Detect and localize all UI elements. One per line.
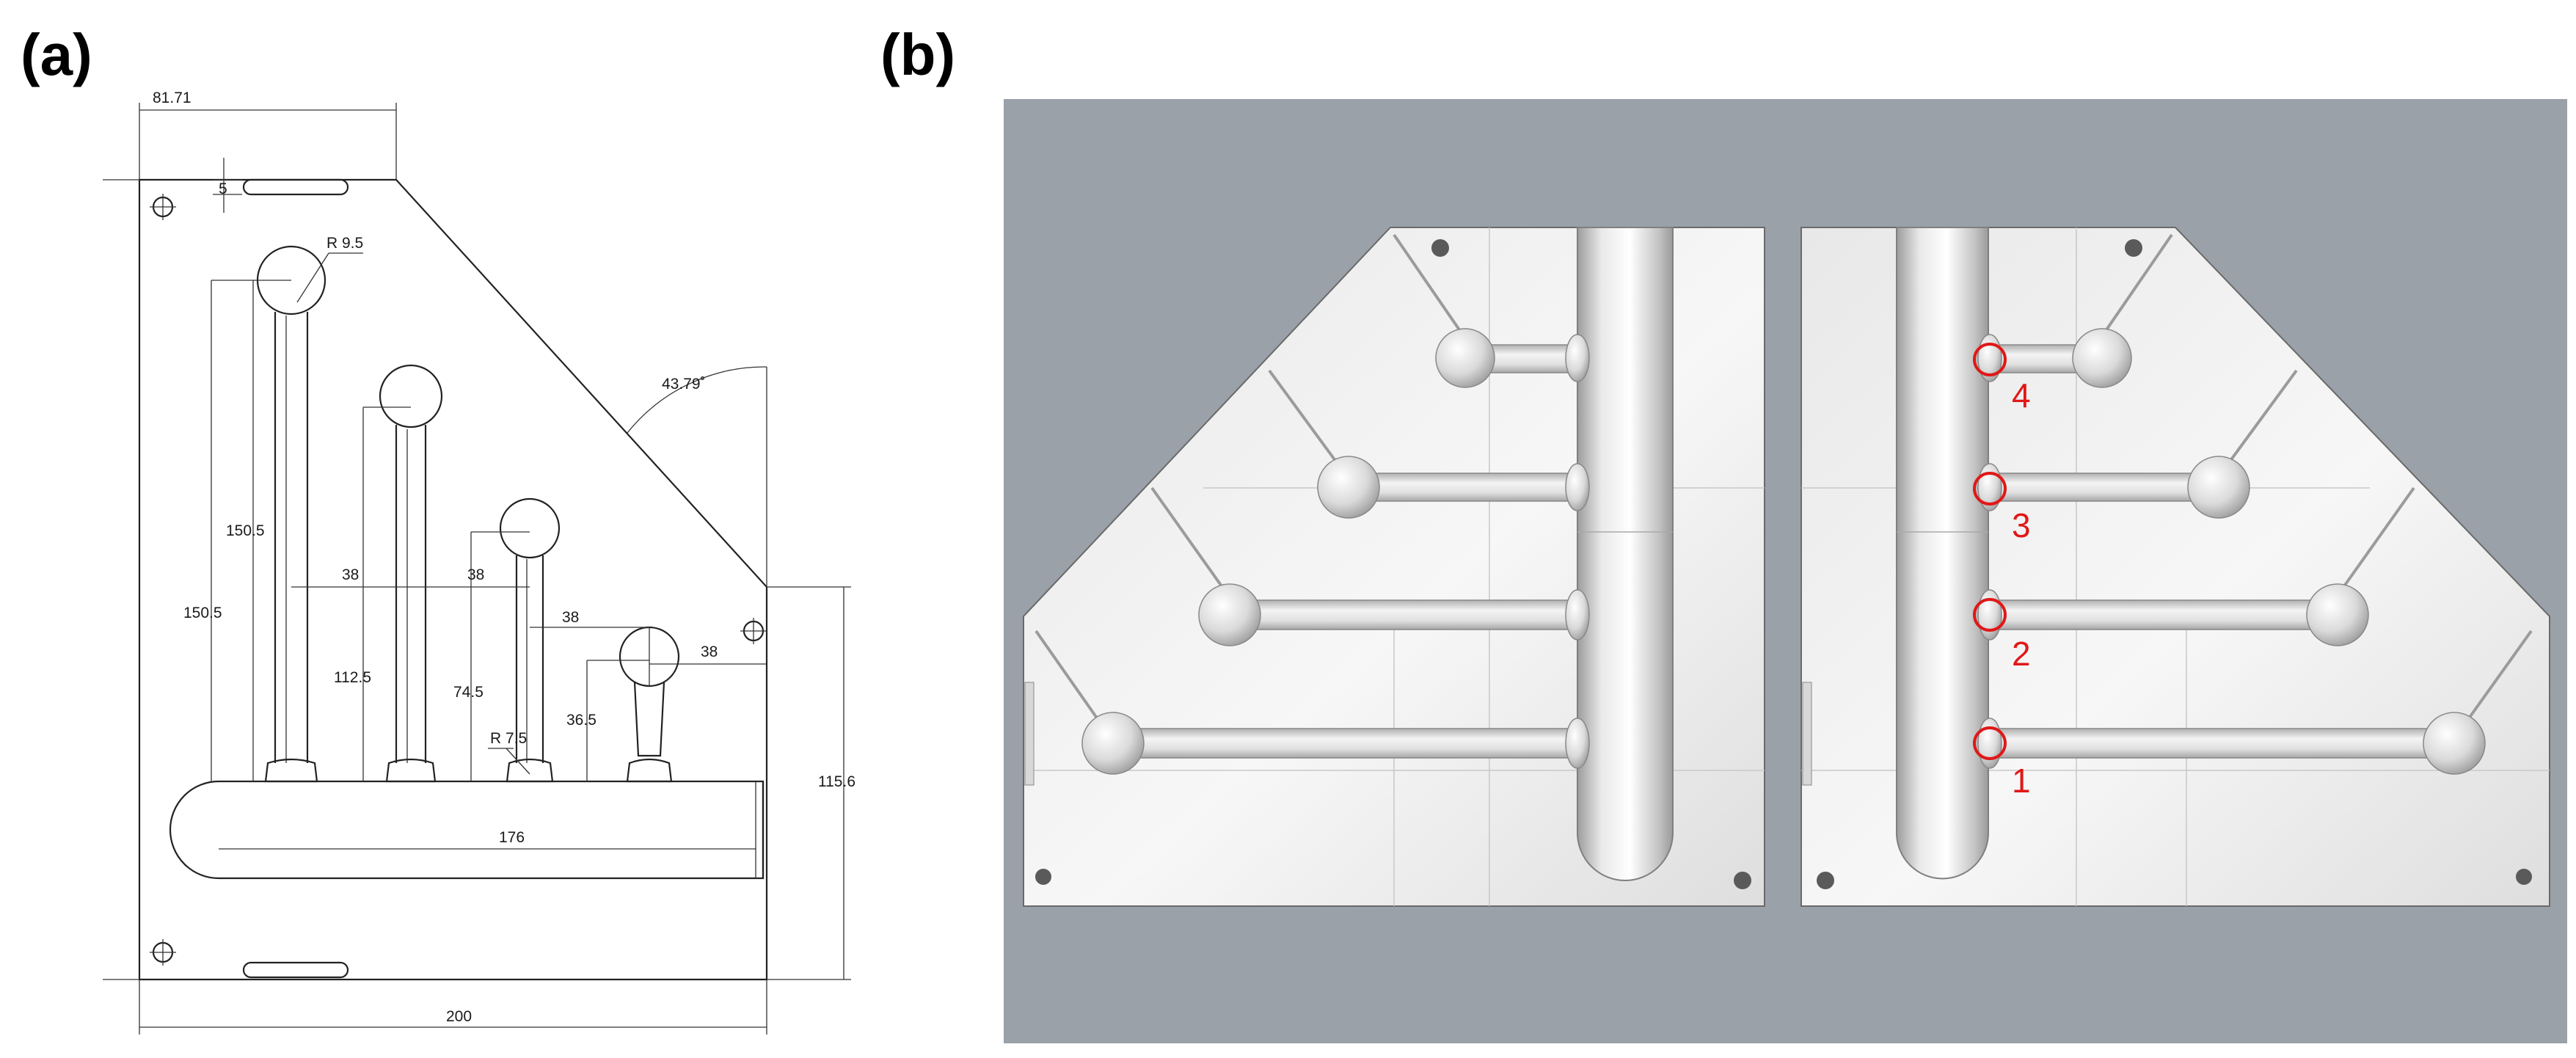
dim-spacing-4: 38 — [701, 643, 718, 660]
dim-channel-length: 176 — [499, 829, 525, 846]
dim-height-branch-1: 150.5 — [226, 522, 265, 539]
outlet-label-2: 2 — [2012, 635, 2031, 673]
dim-slot-depth: 5 — [219, 180, 227, 197]
outlet-marker-3 — [1973, 472, 2007, 506]
dim-height-outer: 150.5 — [183, 605, 222, 621]
dim-spacing-3: 38 — [562, 609, 579, 626]
panel-label-b: (b) — [880, 22, 955, 87]
dim-height-branch-4: 36.5 — [566, 712, 596, 729]
branch-1 — [256, 245, 326, 783]
dim-spacing-2: 38 — [467, 566, 484, 583]
cad-render: 4 3 2 1 — [1004, 99, 2567, 1043]
branch-2 — [379, 364, 443, 783]
dim-height-branch-3: 74.5 — [453, 684, 484, 701]
bottom-slot — [242, 961, 349, 979]
branch-3 — [499, 497, 561, 783]
top-slot — [242, 178, 349, 196]
dim-fillet-radius: R 7.5 — [490, 730, 527, 747]
part-outline — [138, 178, 768, 981]
dim-sphere-radius: R 9.5 — [326, 235, 363, 252]
mold-half-left — [1023, 227, 1765, 907]
panel-label-a: (a) — [21, 22, 92, 87]
main-channel — [169, 780, 765, 880]
technical-drawing: 81.71 5 R 9.5 43.79˚ 150.5 150.5 112.5 7… — [103, 90, 855, 1035]
outlet-label-4: 4 — [2012, 376, 2031, 415]
mounting-hole-bottom-left — [150, 939, 176, 966]
outlet-label-3: 3 — [2012, 506, 2031, 544]
dim-total-width: 200 — [446, 1008, 472, 1025]
dim-spacing-1: 38 — [342, 566, 359, 583]
dim-top-offset: 81.71 — [153, 90, 191, 106]
outlet-marker-4 — [1973, 343, 2007, 376]
mold-half-right: 4 3 2 1 — [1800, 227, 2550, 907]
dim-angle: 43.79˚ — [662, 376, 706, 393]
branch-4 — [619, 626, 680, 783]
dim-height-branch-2: 112.5 — [334, 669, 371, 686]
mounting-hole-top-left — [150, 194, 176, 220]
dim-right-height: 115.6 — [818, 773, 855, 790]
outlet-marker-2 — [1973, 598, 2007, 632]
outlet-label-1: 1 — [2012, 762, 2031, 800]
mounting-hole-right — [740, 618, 767, 644]
outlet-marker-1 — [1973, 726, 2007, 760]
